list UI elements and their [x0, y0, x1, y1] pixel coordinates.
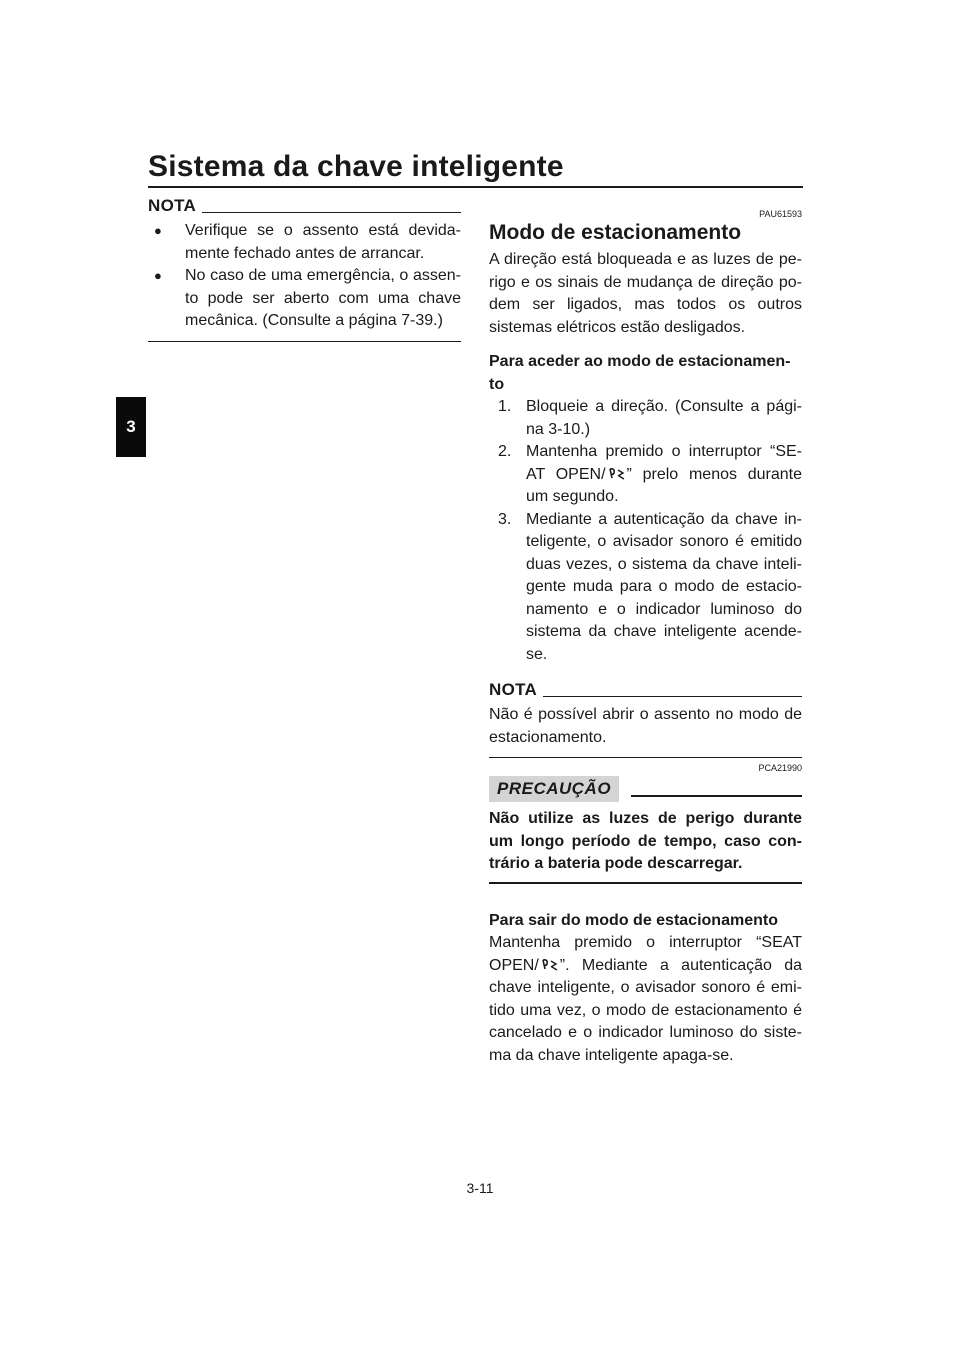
- exit-paragraph: Mantenha premido o interruptor “SEAT OPE…: [489, 932, 802, 1067]
- intro-paragraph: A direção está bloqueada e as luzes de p…: [489, 251, 802, 336]
- subheading-exit-parking-mode: Para sair do modo de estacionamento: [489, 911, 778, 929]
- caution-label: PRECAUÇÃO: [489, 776, 620, 802]
- nota-text: Não é possível abrir o assento no modo d…: [489, 706, 802, 746]
- exit-text-start: Mantenha premido o interruptor “SEAT OPE…: [489, 934, 802, 974]
- step-number: 3.: [498, 510, 512, 528]
- reference-code: PCA21990: [758, 763, 802, 773]
- nota-label: NOTA: [148, 196, 197, 215]
- left-column: NOTA Verifique se o assento está devida-…: [148, 196, 461, 342]
- step-text-end: ” prelo menos durante um segundo.: [526, 465, 803, 506]
- nota-footer-rule: [489, 757, 802, 758]
- caution-text: Não utilize as luzes de perigo durante u…: [489, 810, 802, 872]
- nota-header: NOTA: [148, 196, 461, 216]
- page-number: 3-11: [466, 1180, 494, 1196]
- step-text: Mediante a autenticação da chave in-teli…: [526, 510, 802, 663]
- right-column: PAU61593 Modo de estacionamento A direçã…: [489, 208, 802, 1067]
- nota-header-rule: [202, 212, 461, 213]
- step-number: 1.: [498, 398, 512, 415]
- step-text-start: Mantenha premido o interruptor “SE-AT OP…: [526, 443, 802, 483]
- caution-header: PRECAUÇÃO: [489, 776, 802, 802]
- nota-footer-rule: [148, 340, 461, 342]
- section-title: Modo de estacionamento: [489, 221, 742, 244]
- title-divider: [148, 186, 803, 188]
- nota-header: NOTA: [489, 680, 802, 700]
- exit-text-end: ”. Mediante a autenticação da chave inte…: [489, 956, 802, 1064]
- chapter-tab: 3: [116, 397, 146, 457]
- step-item: 2. Mantenha premido o interruptor “SE-AT…: [489, 441, 802, 509]
- step-text: Bloqueie a direção. (Consulte a pági-na …: [526, 398, 802, 438]
- nota-label: NOTA: [489, 680, 538, 699]
- step-item: 1. Bloqueie a direção. (Consulte a pági-…: [489, 396, 802, 441]
- nota-bullet-list: Verifique se o assento está devida-mente…: [148, 220, 461, 333]
- nota-bullet-item: No caso de uma emergência, o assen-to po…: [148, 265, 461, 333]
- seat-open-icon: [608, 467, 624, 480]
- step-number: 2.: [498, 443, 512, 460]
- caution-header-rule: [631, 795, 802, 797]
- nota-bullet-item: Verifique se o assento está devida-mente…: [148, 220, 461, 265]
- page-title: Sistema da chave inteligente: [148, 150, 564, 183]
- step-item: 3. Mediante a autenticação da chave in-t…: [489, 509, 802, 667]
- steps-list: 1. Bloqueie a direção. (Consulte a pági-…: [489, 396, 802, 666]
- reference-code: PAU61593: [759, 209, 802, 219]
- subheading-enter-parking-mode: Para aceder ao modo de estacionamen-to: [489, 353, 791, 393]
- caution-footer-rule: [489, 881, 802, 884]
- seat-open-icon: [542, 958, 558, 971]
- nota-header-rule: [543, 696, 802, 697]
